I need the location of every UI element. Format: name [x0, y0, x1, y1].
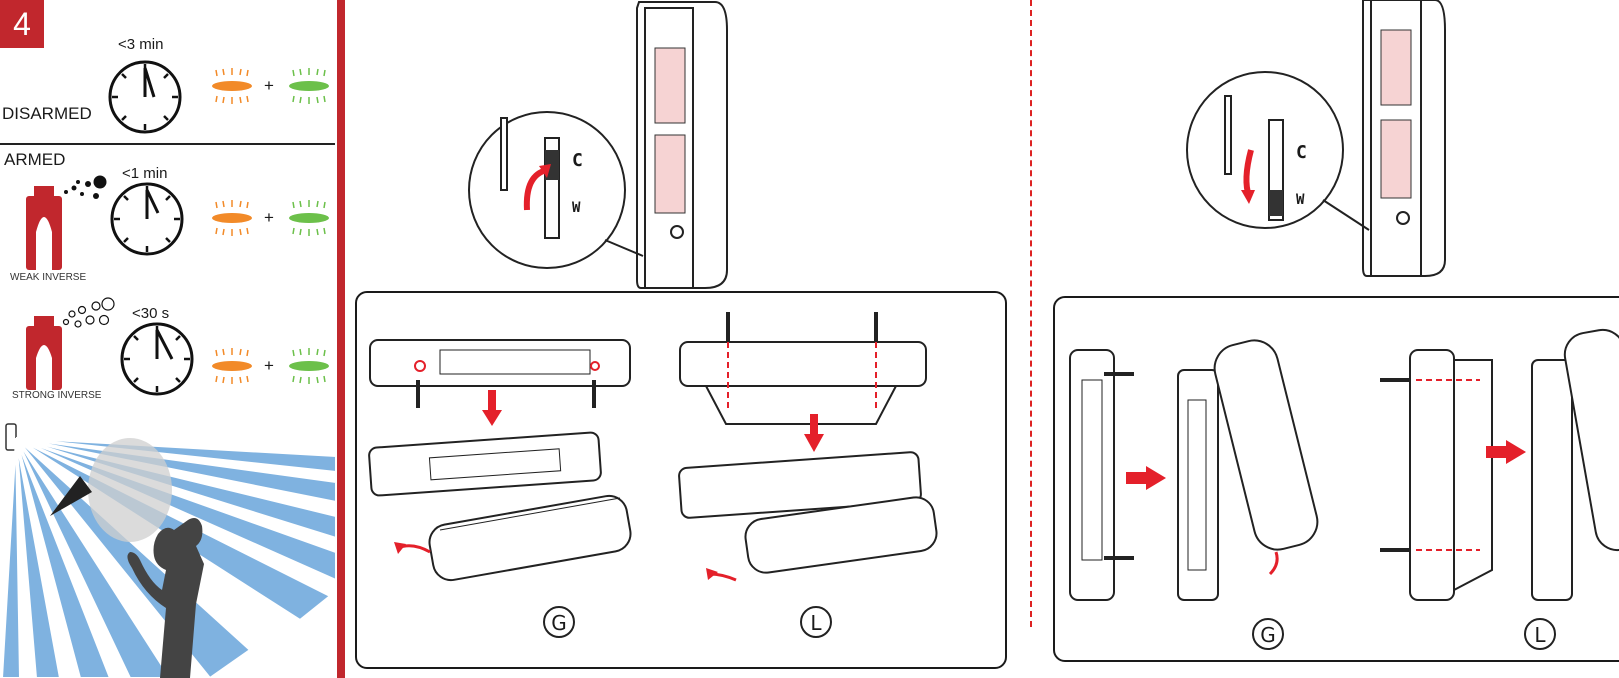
- strong-inverse-time: <30 s: [132, 305, 170, 322]
- device-with-battery-illustration: [468, 0, 728, 289]
- clock-icon: [108, 60, 182, 134]
- mount-label-l: L: [1524, 618, 1556, 650]
- step-number-badge: 4: [0, 0, 44, 48]
- disarmed-label: DISARMED: [2, 104, 92, 123]
- plus-sign: +: [264, 356, 274, 375]
- mount-g-side-illustration: [1069, 339, 1319, 601]
- plus-sign: +: [264, 76, 274, 95]
- switch-label-w: W: [572, 200, 581, 216]
- mount-l-illustration: [678, 312, 938, 582]
- led-orange-icon: [212, 68, 252, 104]
- mount-label-g: G: [543, 606, 575, 638]
- clock-icon: [110, 182, 184, 256]
- switch-label-w: W: [1296, 192, 1305, 208]
- section-divider: [0, 143, 335, 145]
- detection-beams-illustration: [0, 423, 337, 678]
- mount-g-illustration: [368, 339, 632, 582]
- spray-can-icon: [26, 175, 107, 270]
- led-green-icon: [289, 348, 329, 384]
- weak-inverse-label: WEAK INVERSE: [10, 272, 87, 283]
- spray-can-icon: [26, 297, 115, 390]
- mount-label-l: L: [800, 606, 832, 638]
- mount-l-side-illustration: [1380, 328, 1619, 601]
- armed-heading: ARMED: [4, 150, 66, 169]
- switch-label-c: C: [1296, 142, 1307, 163]
- led-green-icon: [289, 68, 329, 104]
- person-silhouette: [127, 518, 204, 678]
- led-green-icon: [289, 200, 329, 236]
- section-separator-bar: [337, 0, 345, 678]
- switch-label-c: C: [572, 150, 583, 171]
- device-with-battery-illustration: [1186, 0, 1446, 277]
- led-orange-icon: [212, 200, 252, 236]
- dashed-separator: [1030, 0, 1032, 627]
- disarmed-time: <3 min: [118, 36, 164, 53]
- plus-sign: +: [264, 208, 274, 227]
- mounting-panel-right: [1053, 296, 1619, 662]
- mounting-panel-left: [355, 291, 1007, 669]
- led-orange-icon: [212, 348, 252, 384]
- clock-icon: [120, 322, 194, 396]
- strong-inverse-label: STRONG INVERSE: [12, 390, 102, 401]
- mount-label-g: G: [1252, 618, 1284, 650]
- weak-inverse-time: <1 min: [122, 165, 168, 182]
